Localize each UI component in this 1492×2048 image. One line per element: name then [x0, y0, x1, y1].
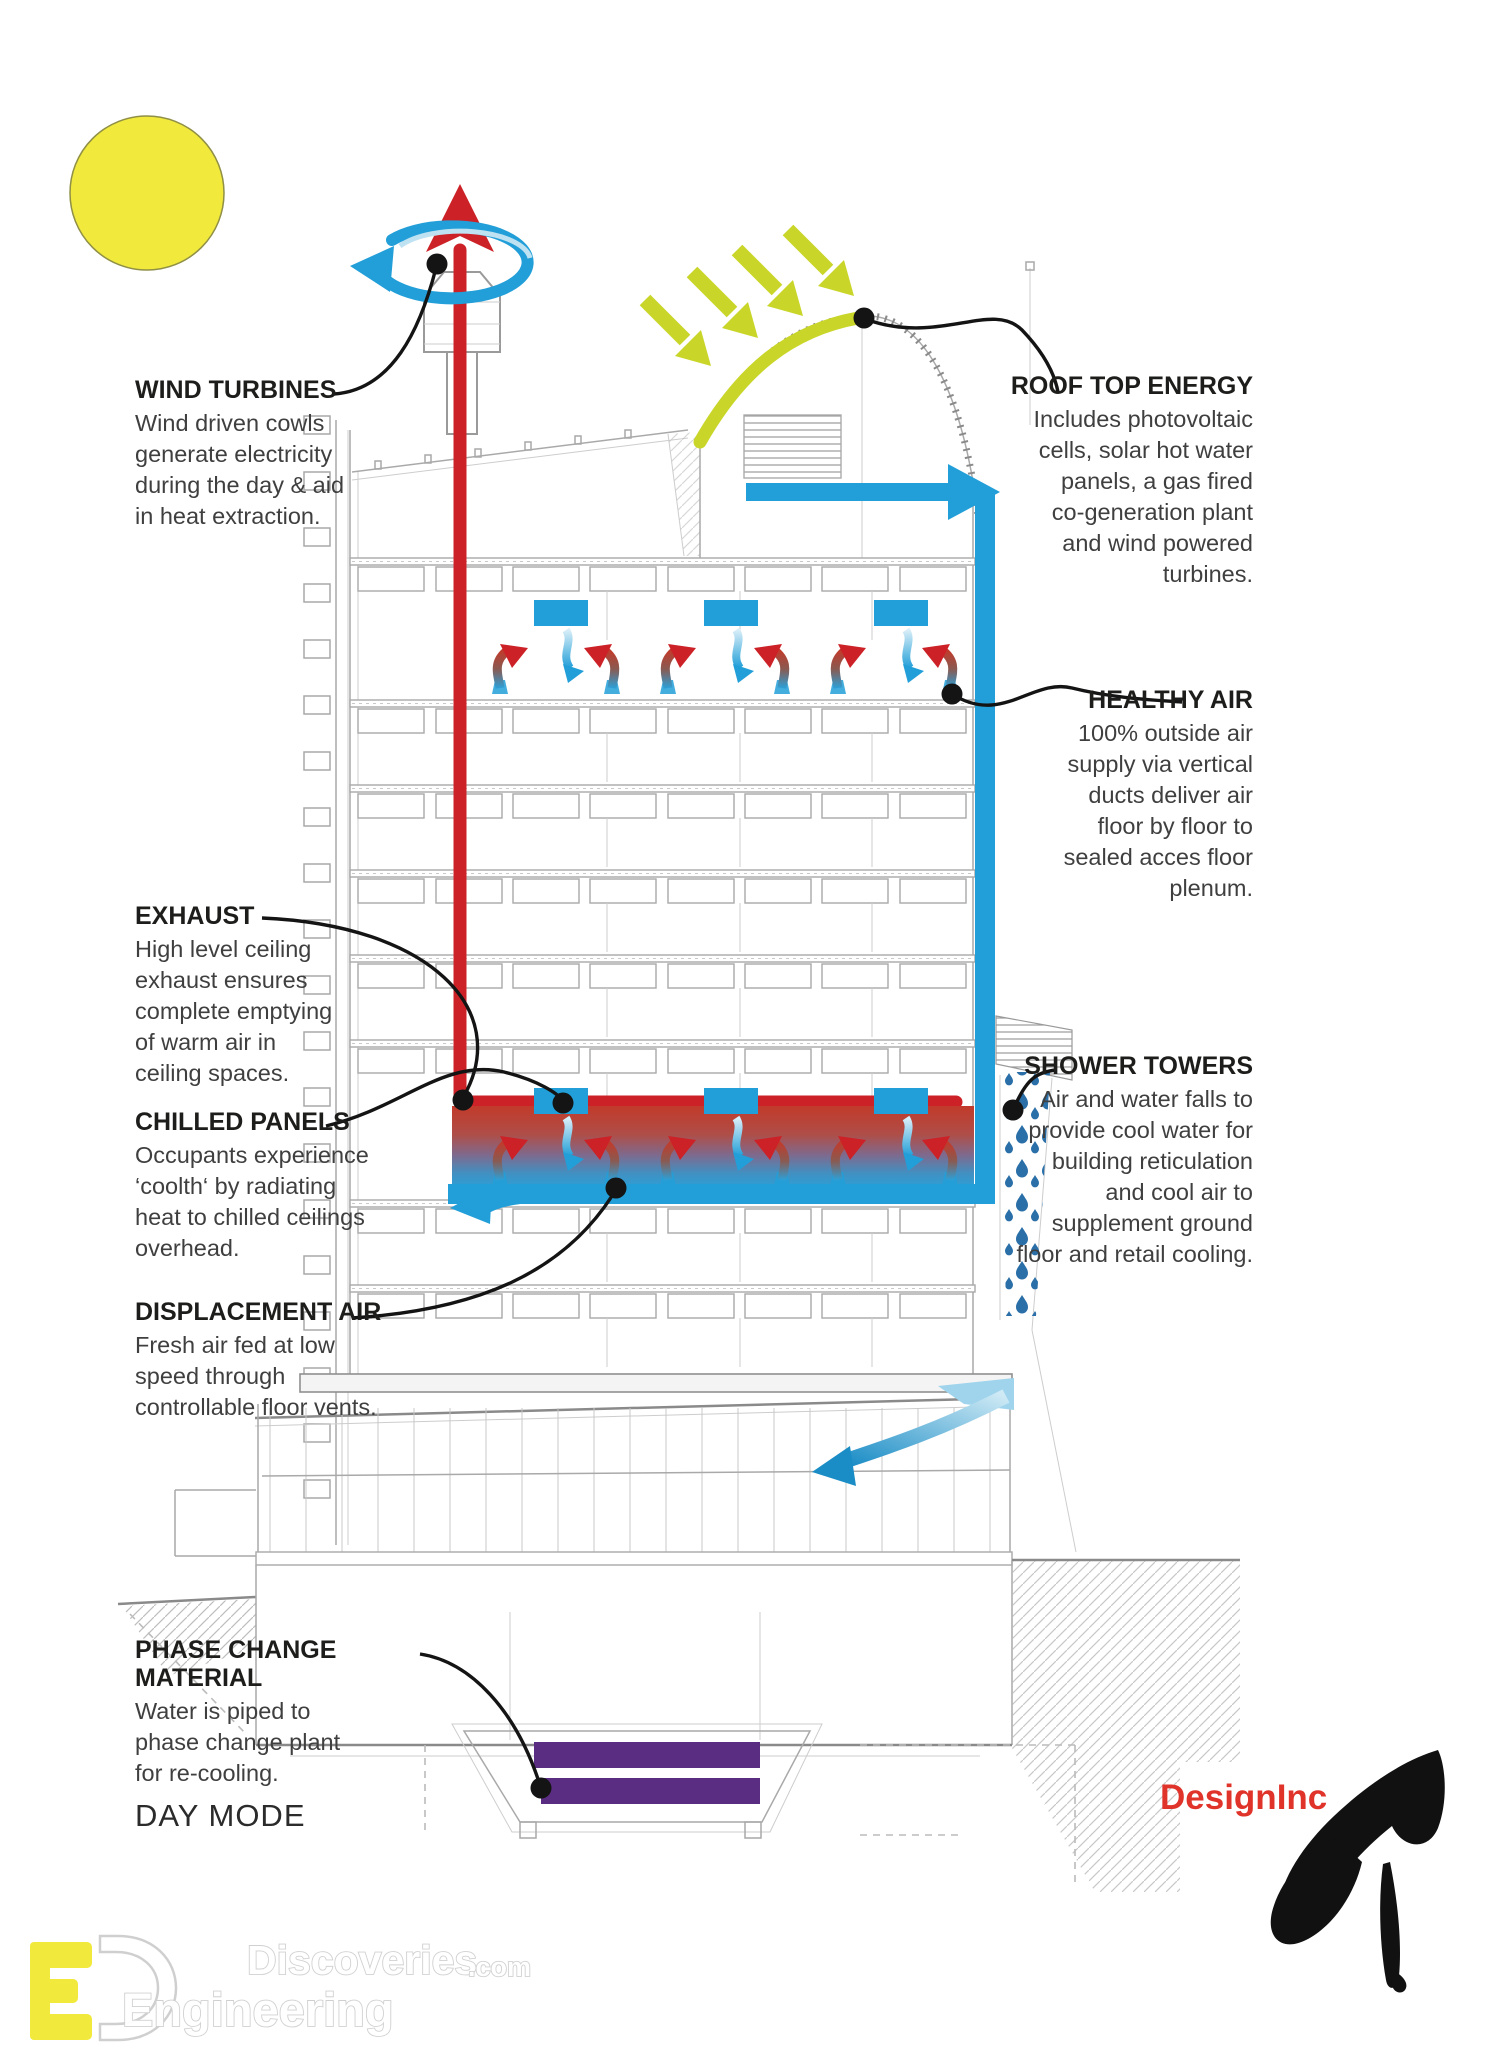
chilled-panel-box	[704, 1088, 758, 1114]
annotation-body: Includes photovoltaic cells, solar hot w…	[1033, 406, 1253, 587]
annotation-title: WIND TURBINES	[135, 376, 337, 404]
sun-icon	[69, 115, 225, 271]
annotation-title: EXHAUST	[135, 902, 255, 930]
annotation-healthy-air: HEALTHY AIR 100% outside air supply via …	[993, 686, 1253, 904]
annotation-body: Fresh air fed at low speed through contr…	[135, 1332, 377, 1420]
watermark: Discoveries .com Engineering	[30, 1934, 532, 2042]
leader-dot	[452, 1089, 474, 1111]
annotation-displacement-air: DISPLACEMENT AIR Fresh air fed at low sp…	[135, 1298, 395, 1423]
leader-line	[333, 267, 438, 396]
annotation-exhaust: EXHAUST High level ceiling exhaust ensur…	[135, 902, 367, 1089]
annotation-roof-top-energy: ROOF TOP ENERGY Includes photovoltaic ce…	[993, 372, 1253, 590]
shower-drops	[1002, 1072, 1050, 1316]
ground-hatch-right	[1012, 1560, 1240, 1892]
leader-line	[325, 1067, 564, 1128]
annotation-title: DISPLACEMENT AIR	[135, 1298, 382, 1326]
leader-line	[419, 1652, 541, 1783]
chilled-panel-box	[874, 1088, 928, 1114]
watermark-engineering: Engineering	[122, 1983, 394, 2036]
watermark-discoveries: Discoveries	[247, 1937, 477, 1983]
turbine-swirl-arrow	[350, 220, 534, 305]
annotation-wind-turbines: WIND TURBINES Wind driven cowls generate…	[135, 376, 367, 532]
thermal-gradient-band	[452, 1106, 974, 1188]
roof-mesh	[668, 432, 700, 556]
leader-dot	[552, 1092, 574, 1114]
day-mode-label: DAY MODE	[135, 1798, 306, 1833]
designinc-logo-mark	[1270, 1750, 1445, 1993]
annotation-shower-towers: SHOWER TOWERS Air and water falls to pro…	[993, 1052, 1253, 1270]
leader-line	[951, 684, 1183, 707]
annotation-title: PHASE CHANGE MATERIAL	[135, 1636, 337, 1692]
annotation-chilled-panels: CHILLED PANELS Occupants experience ‘coo…	[135, 1108, 385, 1264]
annotation-body: Occupants experience ‘coolth‘ by radiati…	[135, 1142, 369, 1261]
leader-dot	[426, 253, 448, 275]
intake-arrow	[812, 1378, 1014, 1486]
chilled-panels-floor	[448, 1088, 995, 1224]
leader-line	[261, 916, 480, 1097]
designinc-logo-text: DesignInc	[1160, 1778, 1328, 1817]
ceiling-supply-box	[874, 600, 928, 626]
return-air-arrow	[482, 1185, 579, 1213]
rooftop-louvre-box	[743, 414, 842, 479]
ground-hatch-left	[122, 1599, 256, 1676]
annotation-title: SHOWER TOWERS	[1024, 1052, 1253, 1080]
annotation-body: 100% outside air supply via vertical duc…	[1063, 720, 1253, 901]
annotation-body: Air and water falls to provide cool wate…	[1016, 1086, 1253, 1267]
leader-line	[867, 317, 1060, 393]
annotation-title: CHILLED PANELS	[135, 1108, 350, 1136]
leader-dot	[530, 1777, 552, 1799]
watermark-domain: .com	[468, 1952, 531, 1982]
annotation-body: High level ceiling exhaust ensures compl…	[135, 936, 333, 1086]
leader-line	[351, 1195, 614, 1320]
leader-dot	[853, 307, 875, 329]
supply-arrow-right-icon	[948, 464, 1000, 520]
leader-dot	[941, 683, 963, 705]
leader-lines	[261, 253, 1183, 1799]
facade-ladder	[302, 396, 334, 1526]
ceiling-supply-box	[704, 600, 758, 626]
shower-grille	[995, 1015, 1073, 1081]
phase-change-pipes	[534, 1742, 760, 1804]
annotation-body: Wind driven cowls generate electricity d…	[135, 410, 345, 529]
annotation-title: HEALTHY AIR	[1088, 686, 1253, 714]
solar-arrows	[645, 230, 854, 366]
exhaust-arrow-up-icon	[426, 184, 494, 252]
pv-band	[693, 311, 865, 449]
leader-dot	[605, 1177, 627, 1199]
annotation-title: ROOF TOP ENERGY	[1010, 372, 1253, 400]
leader-dot	[1002, 1099, 1024, 1121]
supply-air-duct	[746, 464, 1000, 1202]
annotation-phase-change-material: PHASE CHANGE MATERIAL Water is piped to …	[135, 1636, 455, 1789]
ceiling-supply-box	[534, 600, 588, 626]
annotation-body: Water is piped to phase change plant for…	[135, 1698, 341, 1786]
healthy-air-floor	[492, 600, 958, 694]
ed-logo-icon	[30, 1934, 178, 2042]
building-linework	[117, 261, 1240, 1892]
shower-tower	[995, 1015, 1073, 1316]
